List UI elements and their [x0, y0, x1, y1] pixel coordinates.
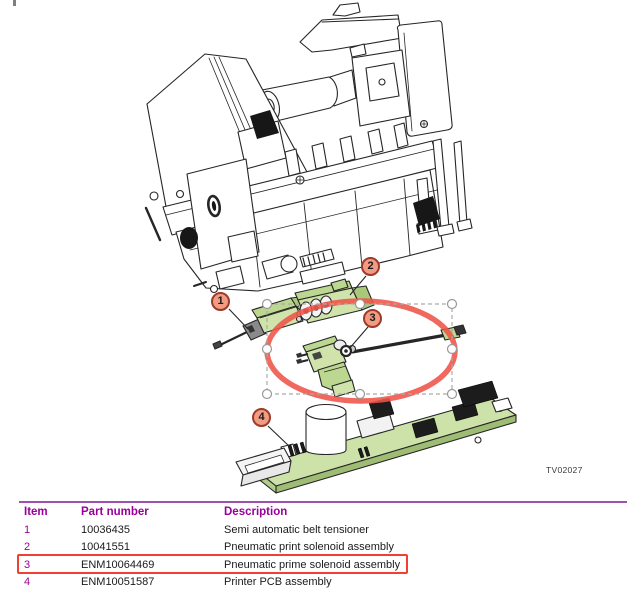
- cell-part-number: ENM10064469: [81, 558, 155, 571]
- callout-1: 1: [211, 292, 230, 311]
- header-part-number: Part number: [81, 506, 149, 518]
- callout-2: 2: [361, 257, 380, 276]
- header-item: Item: [24, 506, 48, 518]
- cell-item: 1: [24, 523, 31, 536]
- cell-description: Pneumatic print solenoid assembly: [224, 541, 394, 554]
- table-row: 1 10036435 Semi automatic belt tensioner: [20, 521, 627, 539]
- table-header-row: Item Part number Description: [20, 506, 627, 518]
- header-description: Description: [224, 506, 288, 518]
- cell-part-number: 10036435: [81, 523, 130, 536]
- pcb-connectors: [287, 380, 499, 459]
- cell-item: 2: [24, 541, 31, 554]
- table-row-highlighted: 3 ENM10064469 Pneumatic prime solenoid a…: [20, 556, 627, 574]
- cell-part-number: 10041551: [81, 541, 130, 554]
- table-row: 4 ENM10051587 Printer PCB assembly: [20, 574, 627, 592]
- cell-item: 3: [24, 558, 31, 571]
- callout-4: 4: [252, 408, 271, 427]
- printer-assembly-drawing: [144, 2, 473, 294]
- selection-box: [261, 298, 458, 400]
- prime-solenoid-part: [296, 324, 467, 398]
- printer-pcb-part: [235, 397, 517, 494]
- stray-mark: [13, 0, 16, 6]
- table-top-rule: [19, 501, 627, 503]
- callout-leader-lines: [228, 275, 369, 448]
- machine-dark-details: [180, 110, 440, 249]
- callout-3: 3: [363, 309, 382, 328]
- table-body: 1 10036435 Semi automatic belt tensioner…: [20, 521, 627, 591]
- table-row: 2 10041551 Pneumatic print solenoid asse…: [20, 539, 627, 557]
- cell-description: Printer PCB assembly: [224, 576, 332, 589]
- cell-description: Pneumatic prime solenoid assembly: [224, 558, 401, 571]
- row-highlight-box: [17, 554, 408, 574]
- figure-drawing-code: TV02027: [546, 465, 583, 475]
- cell-description: Semi automatic belt tensioner: [224, 523, 369, 536]
- cell-part-number: ENM10051587: [81, 576, 155, 589]
- exploded-parts-diagram: [144, 2, 517, 494]
- cell-item: 4: [24, 576, 31, 589]
